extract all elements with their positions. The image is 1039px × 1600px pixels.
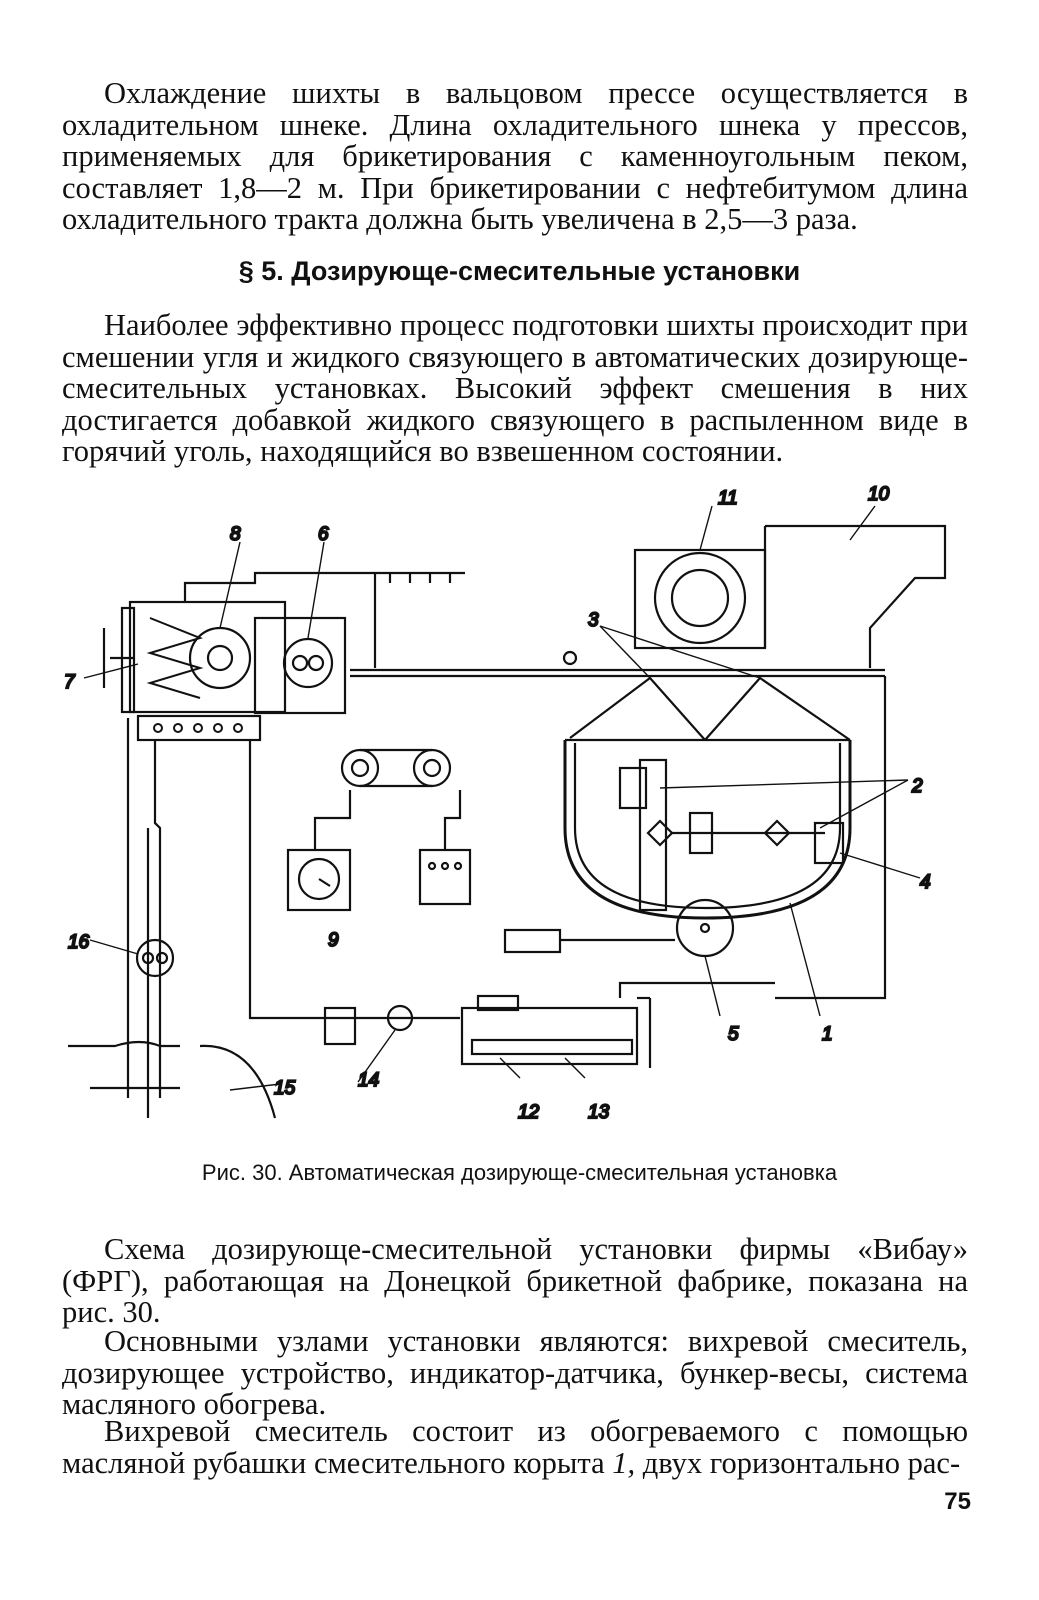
label-6: 6 bbox=[318, 524, 329, 545]
label-5: 5 bbox=[728, 1024, 739, 1045]
heater-block bbox=[136, 714, 262, 742]
control-panel bbox=[418, 848, 472, 906]
trough-ref: 1, bbox=[612, 1445, 636, 1480]
paragraph-mixer: Вихревой смеситель состоит из обогреваем… bbox=[62, 1414, 968, 1480]
label-2: 2 bbox=[911, 776, 923, 797]
label-10: 10 bbox=[868, 484, 890, 505]
label-9: 9 bbox=[328, 930, 339, 951]
label-1: 1 bbox=[822, 1024, 833, 1045]
section-heading: § 5. Дозирующе-смесительные установки bbox=[238, 256, 801, 286]
paragraph-intro: Охлаждение шихты в вальцовом прессе осущ… bbox=[62, 76, 968, 236]
label-15: 15 bbox=[274, 1078, 296, 1099]
label-11: 11 bbox=[718, 488, 738, 509]
label-4: 4 bbox=[920, 872, 931, 893]
paragraph-units: Основными узлами установки являются: вих… bbox=[62, 1324, 968, 1421]
label-7: 7 bbox=[64, 672, 76, 693]
label-16: 16 bbox=[68, 932, 90, 953]
label-12: 12 bbox=[518, 1102, 540, 1123]
indicator-9 bbox=[286, 848, 352, 912]
paragraph-mixer-start: Вихревой смеситель состоит из обогреваем… bbox=[62, 1414, 968, 1480]
figure-caption: Рис. 30. Автоматическая дозирующе-смесит… bbox=[201, 1160, 838, 1185]
paragraph-mixing: Наиболее эффективно процесс подготовки ш… bbox=[62, 308, 968, 468]
pump-16 bbox=[135, 938, 175, 978]
figure-diagram: 8 6 7 11 10 3 2 4 9 16 5 1 14 15 12 13 bbox=[60, 478, 990, 1146]
label-14: 14 bbox=[358, 1070, 379, 1091]
paragraph-scheme: Схема дозирующе-смесительной установки ф… bbox=[62, 1232, 968, 1329]
gear-wheel-8 bbox=[188, 626, 252, 690]
mixer-trough-1 bbox=[563, 740, 852, 920]
page-number: 75 bbox=[944, 1488, 971, 1515]
label-3: 3 bbox=[588, 610, 599, 631]
label-13: 13 bbox=[588, 1102, 610, 1123]
label-8: 8 bbox=[230, 524, 241, 545]
pump-6 bbox=[282, 637, 334, 689]
paragraph-mixer-end: двух горизонтально рас- bbox=[635, 1445, 961, 1480]
heater-12 bbox=[460, 1006, 639, 1066]
